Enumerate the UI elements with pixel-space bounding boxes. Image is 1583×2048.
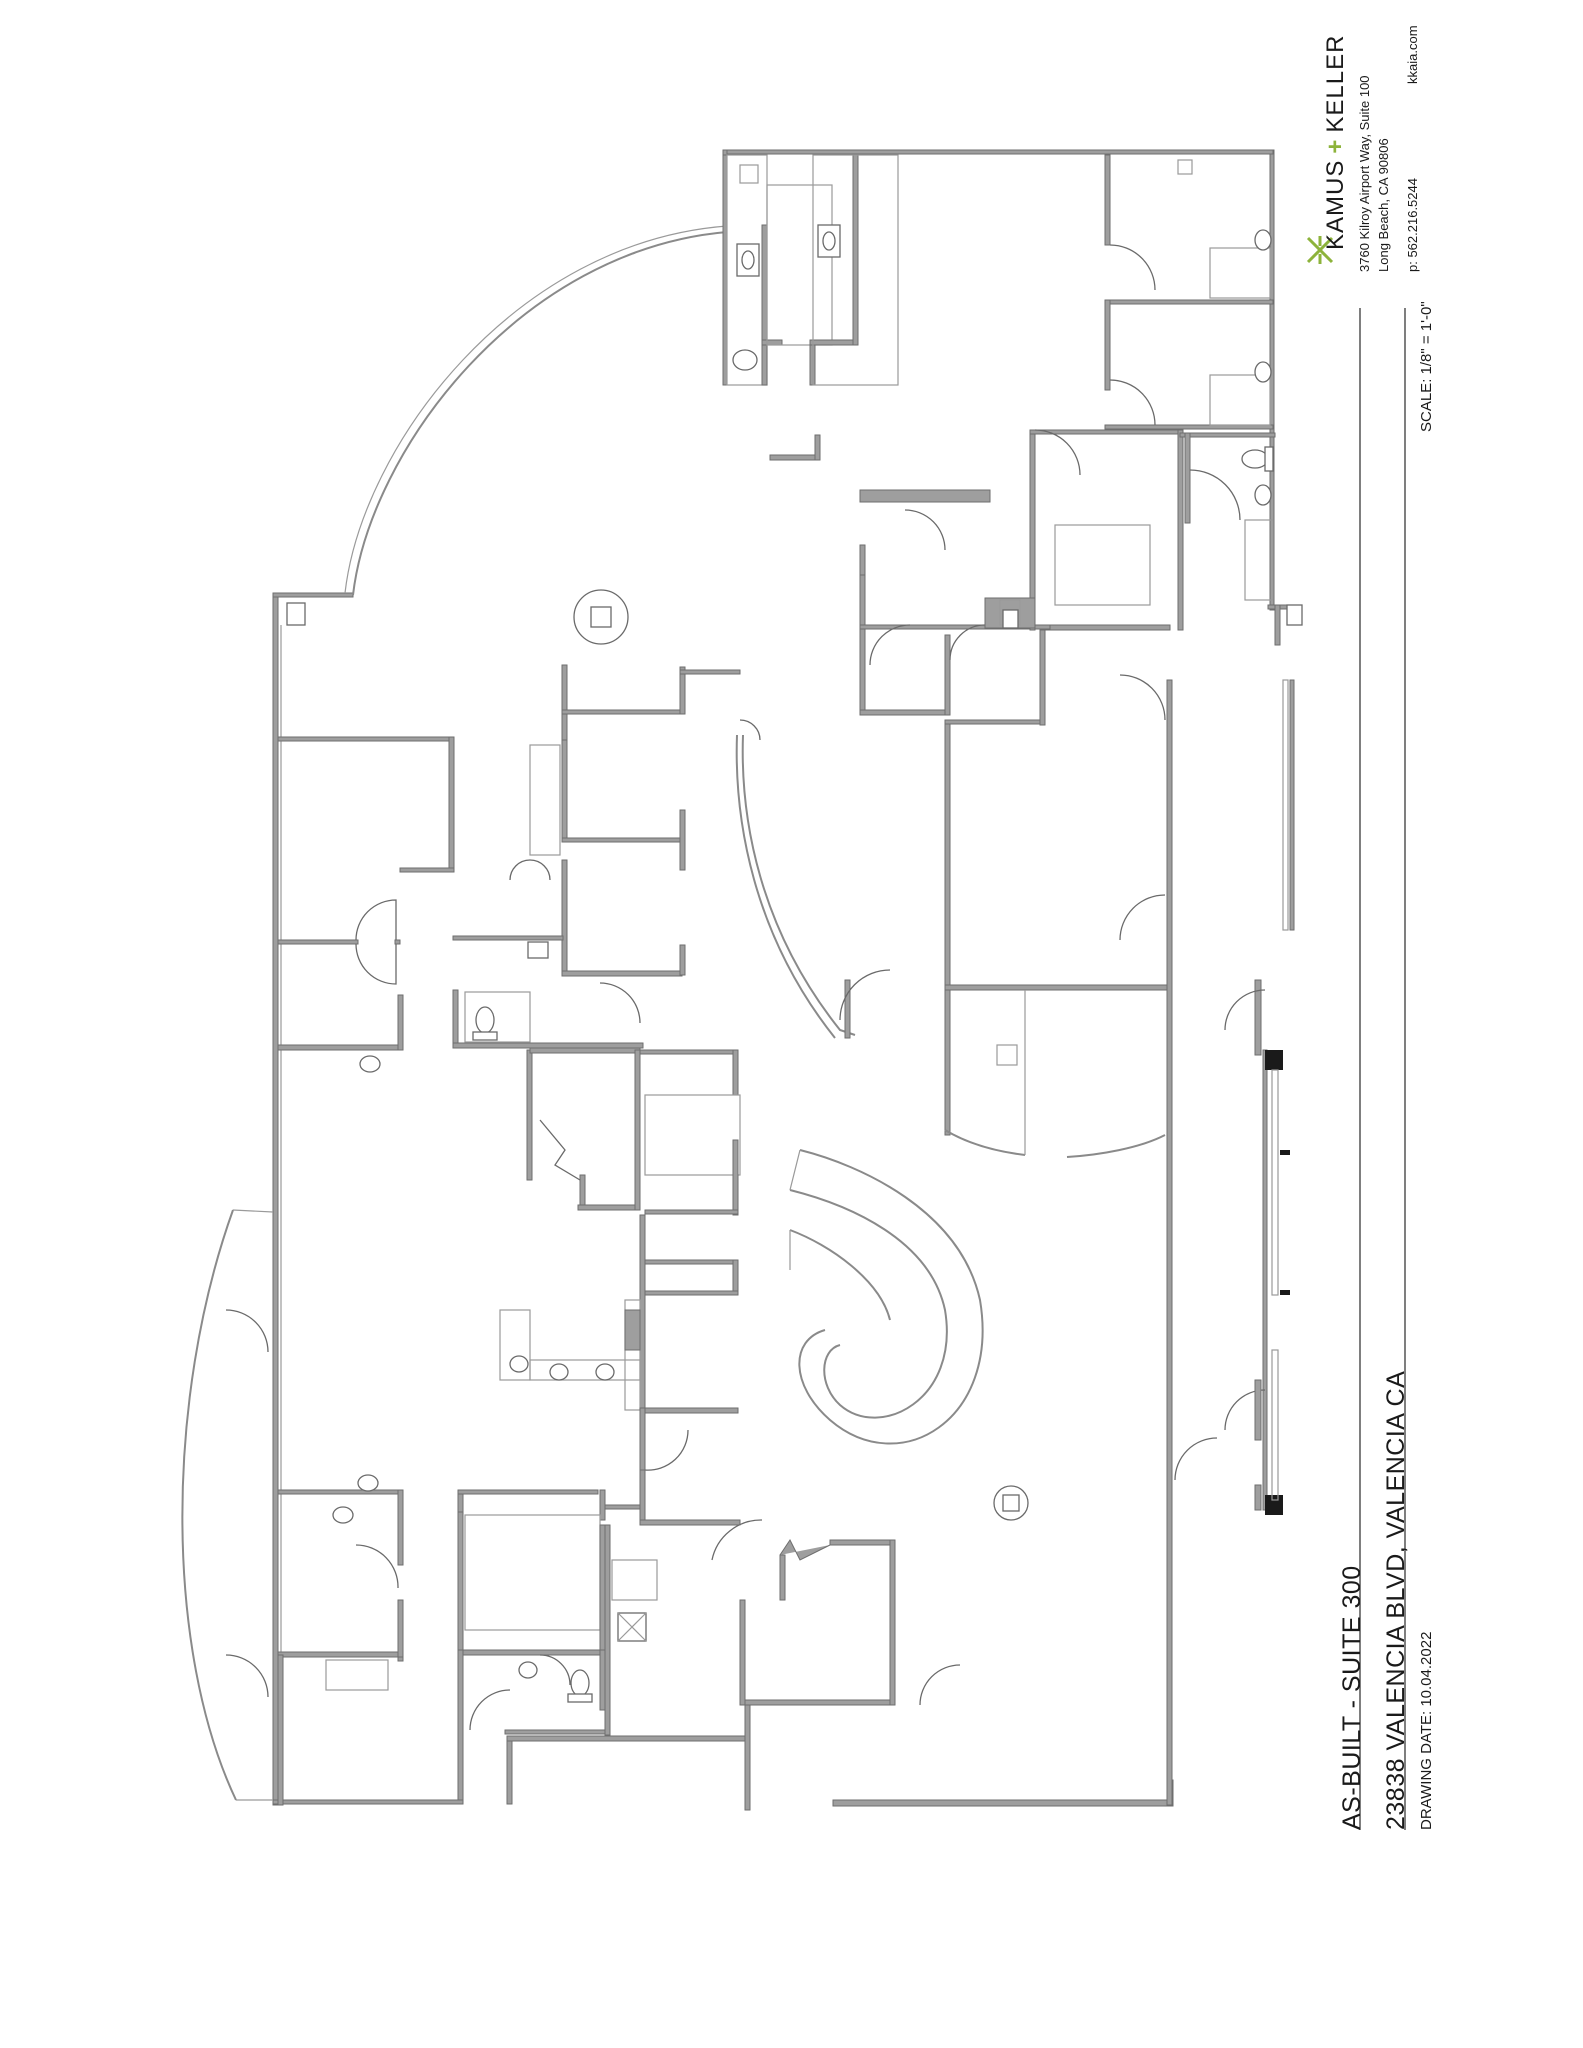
firm-address-line1: 3760 Kilroy Airport Way, Suite 100: [1357, 75, 1372, 272]
drawing-title: AS-BUILT - SUITE 300: [1338, 1565, 1366, 1830]
corridor-walls: [457, 1047, 741, 1801]
sink-icon: [518, 1661, 538, 1679]
firm-website: kkaia.com: [1405, 25, 1420, 84]
sink-icon: [509, 1355, 529, 1373]
columns: [286, 589, 1303, 1521]
sink-icon: [817, 224, 841, 258]
drawing-date: DRAWING DATE: 10.04.2022: [1418, 1631, 1435, 1830]
firm-name: KAMUS + KELLER: [1322, 35, 1350, 250]
sink-icon: [1254, 484, 1272, 506]
entry-vestibule: [1174, 604, 1295, 1515]
left-offices: [225, 736, 455, 1806]
toilet-icon: [1241, 446, 1274, 472]
drawing-scale: SCALE: 1/8" = 1'-0": [1418, 301, 1435, 432]
sink-icon: [732, 349, 758, 371]
sink-icon: [549, 1363, 569, 1381]
center-rooms: [452, 664, 686, 1049]
sink-icon: [1254, 229, 1272, 251]
sink-icon: [332, 1506, 354, 1524]
fixtures: [332, 224, 1274, 1703]
curved-glazing: [181, 225, 728, 1801]
exterior-walls: [272, 149, 1299, 1811]
reception-desk: [789, 1149, 984, 1445]
firm-address-line2: Long Beach, CA 90806: [1376, 138, 1391, 272]
toilet-icon: [472, 1006, 498, 1041]
firm-name-left: KAMUS: [1322, 159, 1349, 250]
sink-icon: [359, 1055, 381, 1073]
sink-icon: [736, 243, 760, 277]
drawing-address: 23838 VALENCIA BLVD, VALENCIA CA: [1382, 1370, 1410, 1830]
kamus-keller-logo-mark: [1306, 236, 1334, 264]
right-rooms: [859, 154, 1276, 1806]
firm-name-right: KELLER: [1322, 34, 1349, 133]
toilet-icon: [567, 1669, 593, 1703]
reception-curve: [679, 669, 891, 1039]
sink-icon: [357, 1474, 379, 1492]
sink-icon: [1254, 361, 1272, 383]
title-block-lines: [1359, 308, 1406, 1830]
kitchen: [722, 154, 899, 461]
bottom-center-room: [711, 1519, 961, 1706]
firm-phone: p: 562.216.5244: [1405, 178, 1420, 272]
sink-icon: [595, 1363, 615, 1381]
firm-name-plus: +: [1322, 138, 1349, 154]
